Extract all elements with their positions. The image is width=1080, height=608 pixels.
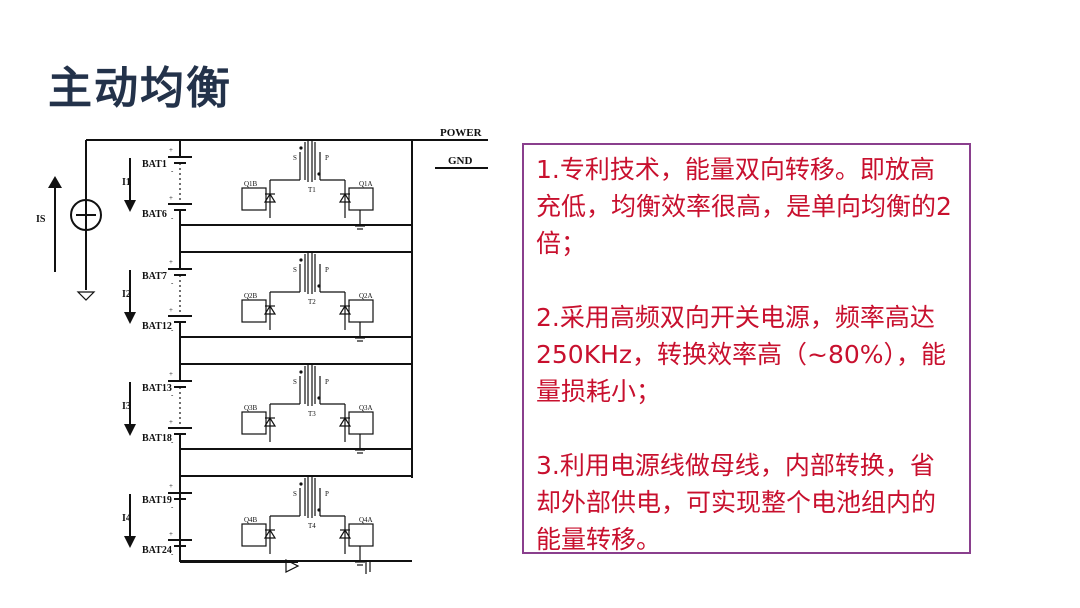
- plus-label: +: [169, 258, 173, 266]
- minus-label: -: [171, 550, 174, 558]
- left-switch-label: Q4B: [244, 516, 258, 524]
- left-switch-label: Q2B: [244, 292, 258, 300]
- schematic-static: [48, 139, 488, 478]
- winding-p-label: P: [325, 378, 329, 386]
- right-switch-label: Q4A: [359, 516, 373, 524]
- gnd-label: GND: [448, 155, 473, 167]
- left-switch-label: Q1B: [244, 180, 258, 188]
- point-3: 3.利用电源线做母线，内部转换，省却外部供电，可实现整个电池组内的能量转移。: [536, 451, 937, 554]
- winding-s-label: S: [293, 490, 297, 498]
- top-battery-label: BAT13: [142, 383, 172, 394]
- bottom-battery-label: BAT6: [142, 209, 167, 220]
- plus-label: +: [169, 306, 173, 314]
- minus-label: -: [171, 167, 174, 175]
- minus-label: -: [171, 214, 174, 222]
- minus-label: -: [171, 438, 174, 446]
- current-label: I2: [122, 289, 131, 300]
- top-battery-label: BAT19: [142, 495, 172, 506]
- transformer-label: T2: [308, 298, 316, 306]
- winding-p-label: P: [325, 490, 329, 498]
- current-label: I1: [122, 177, 131, 188]
- winding-s-label: S: [293, 154, 297, 162]
- plus-label: +: [169, 418, 173, 426]
- right-switch-label: Q2A: [359, 292, 373, 300]
- point-2: 2.采用高频双向开关电源，频率高达250KHz，转换效率高（~80%），能量损耗…: [536, 303, 947, 406]
- winding-p-label: P: [325, 154, 329, 162]
- current-label: I3: [122, 401, 131, 412]
- arrow-down-icon: [124, 424, 136, 436]
- right-switch-label: Q1A: [359, 180, 373, 188]
- point-1: 1.专利技术，能量双向转移。即放高充低，均衡效率很高，是单向均衡的2倍；: [536, 155, 952, 258]
- minus-label: -: [171, 503, 174, 511]
- plus-label: +: [169, 482, 173, 490]
- minus-label: -: [171, 279, 174, 287]
- arrow-up-icon: [48, 176, 62, 188]
- current-source-icon: [70, 199, 102, 231]
- bottom-battery-label: BAT18: [142, 433, 172, 444]
- minus-label: -: [171, 391, 174, 399]
- plus-label: +: [169, 146, 173, 154]
- transformer-label: T1: [308, 186, 316, 194]
- right-switch-label: Q3A: [359, 404, 373, 412]
- plus-label: +: [169, 194, 173, 202]
- winding-p-label: P: [325, 266, 329, 274]
- slide-title: 主动均衡: [48, 63, 232, 114]
- plus-label: +: [169, 530, 173, 538]
- arrow-down-icon: [124, 200, 136, 212]
- current-label: I4: [122, 513, 131, 524]
- bottom-battery-label: BAT24: [142, 545, 172, 556]
- description-box: 1.专利技术，能量双向转移。即放高充低，均衡效率很高，是单向均衡的2倍； 2.采…: [522, 143, 971, 554]
- top-battery-label: BAT7: [142, 271, 167, 282]
- source-label: IS: [36, 214, 46, 225]
- minus-label: -: [171, 326, 174, 334]
- top-battery-label: BAT1: [142, 159, 167, 170]
- bottom-battery-label: BAT12: [142, 321, 172, 332]
- power-label: POWER: [440, 127, 483, 139]
- winding-s-label: S: [293, 266, 297, 274]
- winding-s-label: S: [293, 378, 297, 386]
- arrow-down-icon: [124, 536, 136, 548]
- transformer-label: T4: [308, 522, 316, 530]
- left-switch-label: Q3B: [244, 404, 258, 412]
- plus-label: +: [169, 370, 173, 378]
- arrow-down-icon: [124, 312, 136, 324]
- transformer-label: T3: [308, 410, 316, 418]
